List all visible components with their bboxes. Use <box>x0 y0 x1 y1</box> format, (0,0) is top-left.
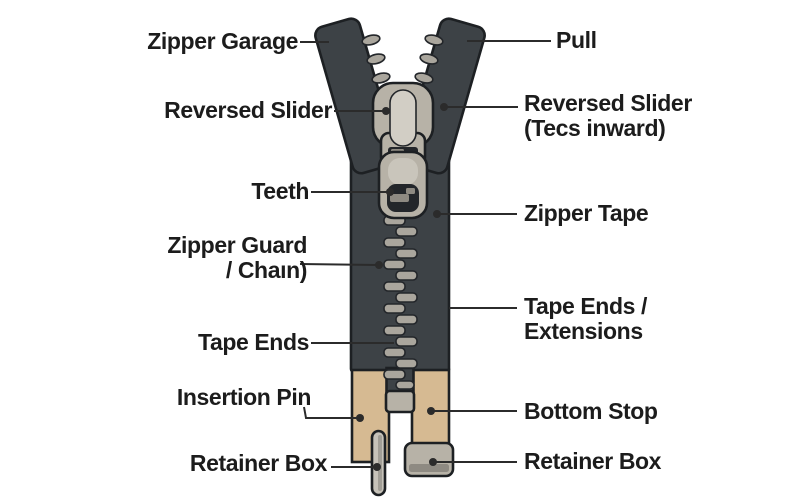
label-retainer-box-left: Retainer Box <box>190 451 327 476</box>
label-pull: Pull <box>556 28 597 53</box>
leader-insertion-pin <box>303 406 358 419</box>
label-text: Tape Ends / <box>524 293 647 319</box>
label-text: Retainer Box <box>524 448 662 474</box>
label-text: Zipper Garage <box>147 28 298 54</box>
dot-reversed-slider-left <box>382 107 390 115</box>
label-text: Zipper Guard <box>167 232 307 258</box>
label-text: Insertion Pin <box>176 384 311 410</box>
label-bottom-stop: Bottom Stop <box>524 399 658 424</box>
leader-lines <box>299 40 551 471</box>
label-reversed-slider-right: Reversed Slider (Tecs inward) <box>524 91 692 141</box>
dot-zipper-guard <box>375 261 383 269</box>
label-text: Teeth <box>251 178 309 204</box>
label-text: Tape Ends <box>198 329 309 355</box>
label-text: / Chaın) <box>225 257 308 283</box>
label-text: (Tecs inward) <box>524 115 666 141</box>
insertion-pin <box>370 429 387 497</box>
label-zipper-garage: Zipper Garage <box>147 29 298 54</box>
label-text: Reversed Slider <box>524 90 692 116</box>
label-text: Bottom Stop <box>524 398 658 424</box>
label-reversed-slider-left: Reversed Slider <box>164 98 332 123</box>
label-tape-ends-extensions: Tape Ends / Extensions <box>524 294 647 344</box>
label-text: Extensions <box>524 318 643 344</box>
dot-teeth <box>386 188 394 196</box>
label-tape-ends-left: Tape Ends <box>198 330 309 355</box>
label-zipper-tape: Zipper Tape <box>524 200 649 226</box>
label-text: Reversed Slider <box>164 97 332 123</box>
zipper-teeth-chain <box>383 215 418 390</box>
label-retainer-box-right: Retainer Box <box>524 449 661 474</box>
label-insertion-pin: Insertion Pin <box>177 385 311 410</box>
label-text: Retainer Box <box>189 450 327 476</box>
label-text: Pull <box>556 27 597 53</box>
reversed-slider <box>371 81 435 220</box>
label-teeth: Teeth <box>251 179 309 204</box>
leader-zipper-guard <box>299 263 379 266</box>
retainer-box <box>403 441 455 478</box>
dot-retainer-box-left <box>373 463 381 471</box>
dot-insertion-pin <box>356 414 364 422</box>
label-zipper-guard: Zipper Guard / Chaın) <box>167 233 307 283</box>
label-text: Zipper Tape <box>524 200 649 226</box>
bottom-stop <box>384 389 416 414</box>
slider-pull-link <box>389 89 417 147</box>
